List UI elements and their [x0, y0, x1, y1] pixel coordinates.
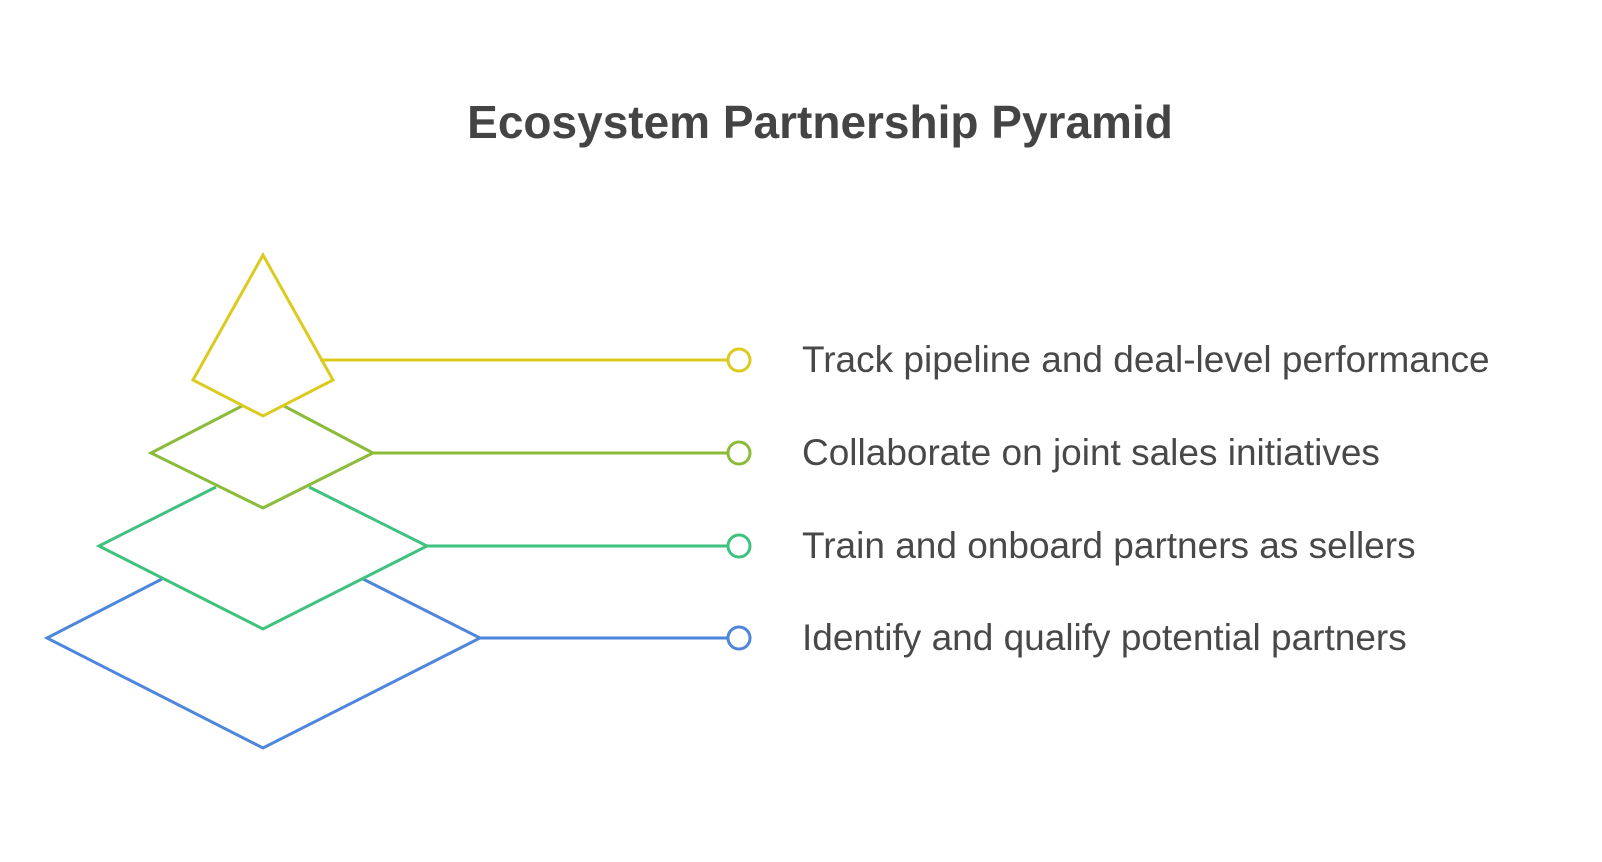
pyramid-level-1 [190, 251, 752, 418]
pyramid-layer-2-shape [147, 404, 377, 510]
pyramid-layer-3-shape [95, 485, 431, 631]
connector-dot-2[interactable] [726, 440, 752, 466]
pyramid-level-3 [95, 485, 752, 631]
diagram-title: Ecosystem Partnership Pyramid [467, 96, 1173, 148]
pyramid-level-4 [43, 577, 752, 750]
level-label-1: Track pipeline and deal-level performanc… [802, 339, 1490, 380]
pyramid-level-2 [147, 404, 752, 510]
level-label-2: Collaborate on joint sales initiatives [802, 432, 1380, 473]
pyramid-layer-4-shape [43, 577, 484, 750]
level-label-4: Identify and qualify potential partners [802, 617, 1407, 658]
level-label-3: Train and onboard partners as sellers [802, 525, 1416, 566]
connector-dot-4[interactable] [726, 625, 752, 651]
connector-dot-1[interactable] [726, 347, 752, 373]
connector-dot-3[interactable] [726, 533, 752, 559]
pyramid-layer-1-shape [190, 251, 336, 418]
